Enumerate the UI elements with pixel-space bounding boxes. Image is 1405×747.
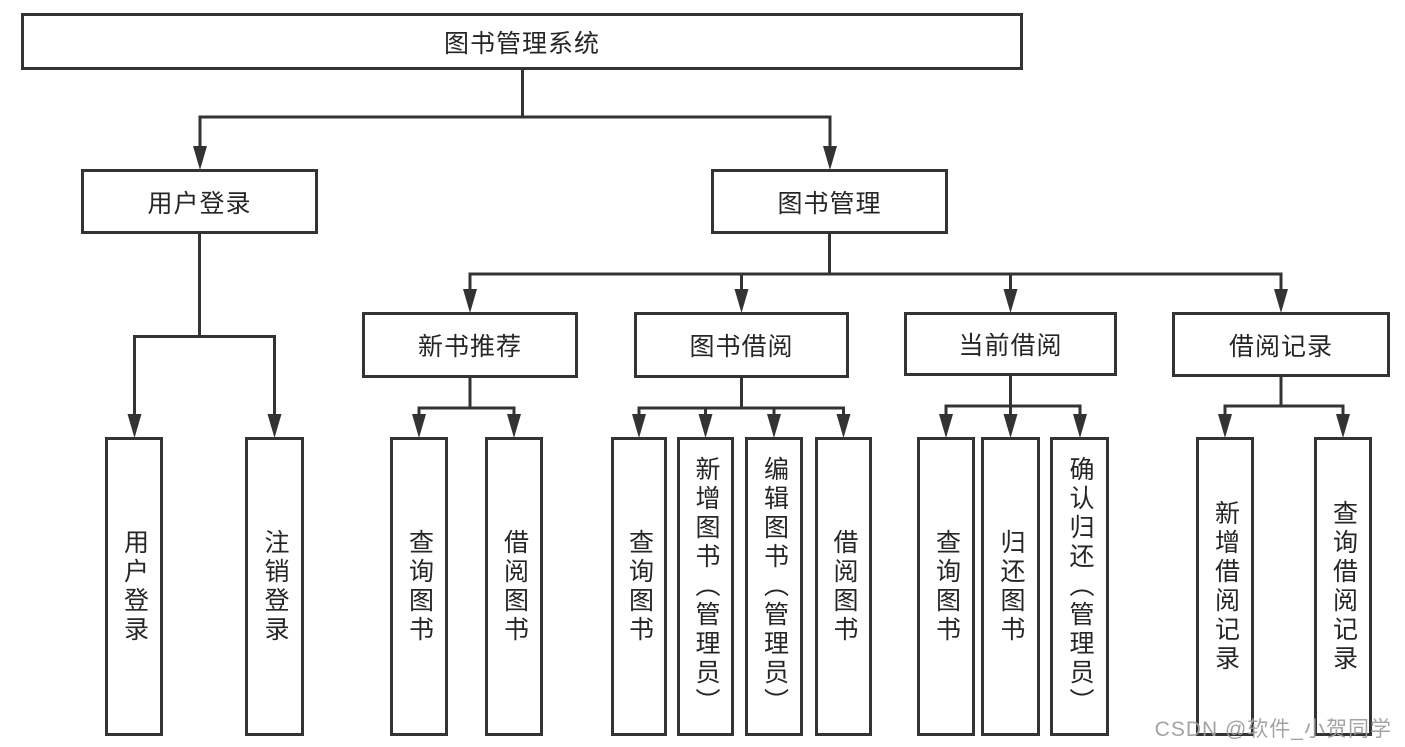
leaf-current-query-books-label: 查询图书 (932, 528, 961, 645)
connector-new-rec-to-leaves (417, 378, 516, 420)
node-current-borrow-label: 当前借阅 (958, 332, 1063, 360)
leaf-records-add-borrow-record: 新增借阅记录 (1196, 437, 1254, 736)
connector-root-to-level2 (198, 69, 832, 150)
node-new-book-recommend-label: 新书推荐 (417, 333, 522, 361)
leaf-current-confirm-return-admin: 确认归还（管理员） (1050, 437, 1109, 736)
leaf-current-return-books-label: 归还图书 (997, 528, 1025, 645)
node-new-book-recommend: 新书推荐 (362, 312, 578, 378)
node-book-borrow-label: 图书借阅 (689, 333, 794, 361)
leaf-borrow-add-books-admin: 新增图书（管理员） (677, 437, 734, 736)
node-user-login-label: 用户登录 (147, 189, 252, 218)
leaf-recommend-borrow-books-label: 借阅图书 (500, 528, 529, 645)
leaf-borrow-add-books-admin-label: 新增图书（管理员） (692, 456, 720, 717)
leaf-records-query-borrow-record: 查询借阅记录 (1314, 437, 1372, 736)
arrowhead-icons (127, 146, 1350, 438)
leaf-logout-login: 注销登录 (245, 437, 304, 736)
leaf-recommend-query-books-label: 查询图书 (405, 528, 434, 645)
leaf-current-confirm-return-admin-label: 确认归还（管理员） (1066, 456, 1094, 717)
leaf-current-return-books: 归还图书 (981, 437, 1040, 736)
node-book-borrow: 图书借阅 (634, 312, 849, 378)
node-current-borrow: 当前借阅 (904, 312, 1117, 376)
leaf-borrow-edit-books-admin-label: 编辑图书（管理员） (760, 456, 789, 717)
leaf-borrow-edit-books-admin: 编辑图书（管理员） (745, 437, 803, 736)
node-root: 图书管理系统 (21, 13, 1023, 70)
node-book-management-label: 图书管理 (777, 189, 882, 218)
leaf-records-query-borrow-record-label: 查询借阅记录 (1329, 499, 1358, 674)
leaf-borrow-borrow-books: 借阅图书 (815, 437, 872, 736)
watermark-text: CSDN @软件_小贺同学 (1154, 718, 1392, 741)
connector-user-login-to-leaves (133, 234, 276, 418)
leaf-current-query-books: 查询图书 (917, 437, 975, 736)
node-root-label: 图书管理系统 (443, 29, 600, 58)
leaf-recommend-borrow-books: 借阅图书 (485, 437, 543, 736)
connector-book-borrow-to-leaves (637, 378, 845, 420)
node-book-management: 图书管理 (711, 169, 948, 234)
leaf-recommend-query-books: 查询图书 (390, 437, 448, 736)
leaf-logout-login-label: 注销登录 (261, 528, 289, 645)
leaf-borrow-query-books-label: 查询图书 (625, 528, 654, 645)
leaf-borrow-query-books: 查询图书 (611, 437, 667, 736)
leaf-records-add-borrow-record-label: 新增借阅记录 (1211, 499, 1240, 674)
leaf-borrow-borrow-books-label: 借阅图书 (830, 528, 858, 645)
node-borrow-records-label: 借阅记录 (1228, 332, 1333, 361)
connector-current-borrow-to-leaves (944, 376, 1082, 420)
node-borrow-records: 借阅记录 (1172, 312, 1390, 377)
leaf-user-login-label: 用户登录 (120, 528, 149, 645)
node-user-login: 用户登录 (81, 169, 318, 234)
connector-records-to-leaves (1223, 377, 1345, 420)
leaf-user-login: 用户登录 (105, 437, 163, 736)
connector-book-mgmt-to-level3 (468, 234, 1283, 293)
